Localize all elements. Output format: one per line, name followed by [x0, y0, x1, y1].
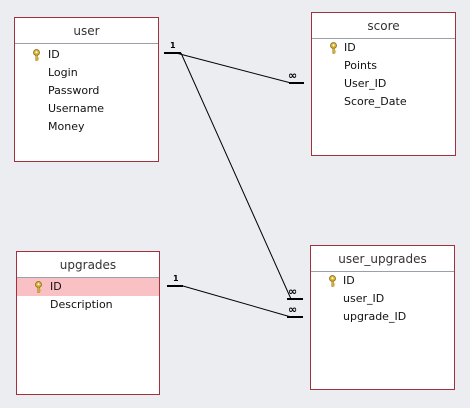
field-list-user-upgrades: ID user_ID upgrade_ID	[311, 272, 454, 326]
relationship-line-upgrades-user-upgrades[interactable]	[182, 285, 292, 318]
table-user-upgrades[interactable]: user_upgrades ID user_ID upgrade_ID	[310, 245, 455, 390]
cardinality-one-user-score: 1	[170, 41, 176, 50]
field-label: User_ID	[344, 77, 387, 90]
table-title-user-upgrades[interactable]: user_upgrades	[311, 246, 454, 272]
table-user[interactable]: user ID Login Password Username Money	[14, 17, 159, 162]
field-score-id[interactable]: ID	[312, 39, 455, 57]
field-label: ID	[50, 280, 62, 293]
cardinality-many-upgrades-user-upgrades: ∞	[288, 303, 297, 316]
key-icon	[33, 49, 40, 61]
field-label: Money	[48, 120, 85, 133]
table-score[interactable]: score ID Points User_ID Score_Date	[311, 12, 456, 156]
field-label: ID	[48, 48, 60, 61]
field-upgrades-id[interactable]: ID	[17, 278, 159, 296]
field-label: Password	[48, 84, 100, 97]
field-label: upgrade_ID	[343, 310, 407, 323]
field-user-password[interactable]: Password	[15, 82, 158, 100]
field-user-login[interactable]: Login	[15, 64, 158, 82]
table-title-upgrades[interactable]: upgrades	[17, 252, 159, 278]
field-label: Username	[48, 102, 105, 115]
field-user-username[interactable]: Username	[15, 100, 158, 118]
field-user-money[interactable]: Money	[15, 118, 158, 136]
table-upgrades[interactable]: upgrades ID Description	[16, 251, 160, 395]
field-score-score-date[interactable]: Score_Date	[312, 93, 455, 111]
key-icon	[35, 281, 42, 293]
field-label: ID	[343, 274, 355, 287]
field-user-id[interactable]: ID	[15, 46, 158, 64]
field-user-upgrades-upgrade-id[interactable]: upgrade_ID	[311, 308, 454, 326]
table-title-score[interactable]: score	[312, 13, 455, 39]
field-score-user-id[interactable]: User_ID	[312, 75, 455, 93]
cardinality-one-upgrades-user-upgrades: 1	[173, 274, 179, 283]
relationship-line-user-score[interactable]	[175, 52, 292, 84]
key-icon	[329, 275, 336, 287]
field-label: Score_Date	[344, 95, 407, 108]
field-label: Description	[50, 298, 113, 311]
cardinality-many-user-user-upgrades: ∞	[288, 285, 297, 298]
field-list-score: ID Points User_ID Score_Date	[312, 39, 455, 111]
field-label: user_ID	[343, 292, 385, 305]
cardinality-many-user-score: ∞	[288, 69, 297, 82]
field-label: ID	[344, 41, 356, 54]
field-upgrades-description[interactable]: Description	[17, 296, 159, 314]
field-label: Points	[344, 59, 378, 72]
relationship-line-user-user-upgrades[interactable]	[180, 52, 292, 300]
table-title-user[interactable]: user	[15, 18, 158, 44]
field-score-points[interactable]: Points	[312, 57, 455, 75]
field-list-user: ID Login Password Username Money	[15, 44, 158, 136]
field-user-upgrades-user-id[interactable]: user_ID	[311, 290, 454, 308]
field-label: Login	[48, 66, 78, 79]
key-icon	[330, 42, 337, 54]
field-list-upgrades: ID Description	[17, 278, 159, 314]
field-user-upgrades-id[interactable]: ID	[311, 272, 454, 290]
